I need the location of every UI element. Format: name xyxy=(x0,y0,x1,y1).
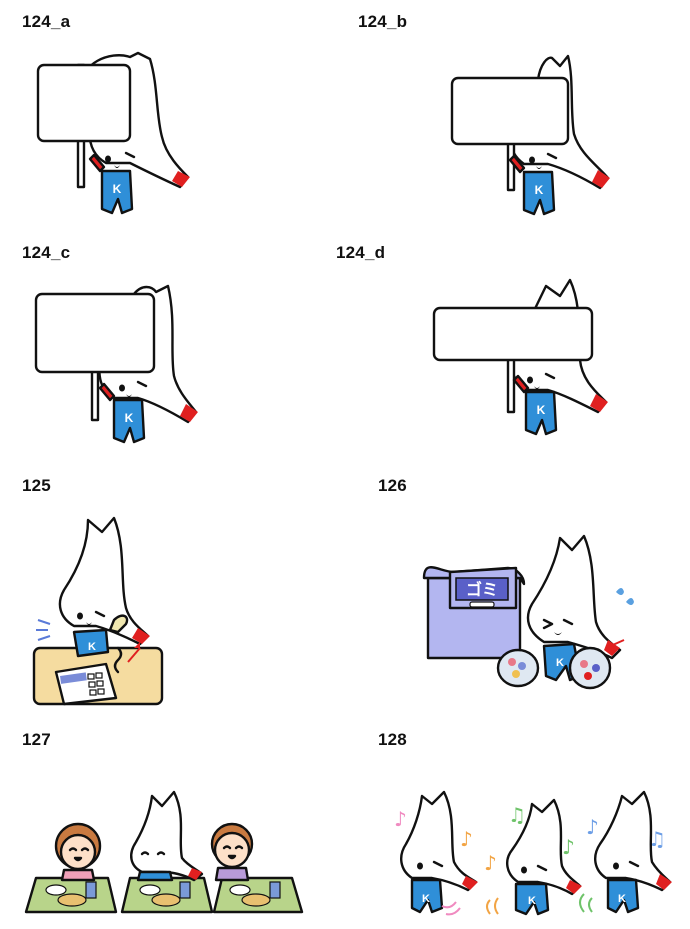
item-label-127: 127 xyxy=(22,730,51,749)
svg-text:♪: ♪ xyxy=(562,835,575,859)
item-label-124c: 124_c xyxy=(22,243,71,262)
svg-text:K: K xyxy=(618,893,626,905)
item-label-124d: 124_d xyxy=(336,243,386,262)
svg-text:K: K xyxy=(422,893,430,905)
illustration-125: K xyxy=(32,516,164,706)
item-label-124a: 124_a xyxy=(22,12,71,31)
svg-text:K: K xyxy=(88,641,96,653)
item-label-126: 126 xyxy=(378,476,407,495)
illustration-124b: K xyxy=(450,54,610,216)
svg-text:♪: ♪ xyxy=(460,827,473,851)
svg-text:♪: ♪ xyxy=(586,815,599,839)
svg-text:K: K xyxy=(535,183,544,197)
svg-text:K: K xyxy=(528,895,536,907)
trash-box-text: ゴミ xyxy=(466,580,498,599)
illustration-124c: K xyxy=(34,284,198,444)
item-label-125: 125 xyxy=(22,476,51,495)
svg-text:♪: ♪ xyxy=(394,807,407,831)
illustration-128: ♪ ♪ ♪ ♫ ♪ ♪ ♫ K K K xyxy=(394,790,672,916)
svg-text:♫: ♫ xyxy=(648,827,666,851)
illustration-126: ゴミ K xyxy=(422,534,634,690)
svg-text:K: K xyxy=(556,657,564,669)
svg-text:K: K xyxy=(113,182,122,196)
illustration-124d: K xyxy=(432,278,608,436)
svg-text:K: K xyxy=(125,411,134,425)
item-label-124b: 124_b xyxy=(358,12,408,31)
item-label-128: 128 xyxy=(378,730,407,749)
svg-text:♫: ♫ xyxy=(508,803,526,827)
svg-text:♪: ♪ xyxy=(484,851,497,875)
illustration-127 xyxy=(24,790,304,914)
illustration-124a: K xyxy=(36,51,190,215)
svg-text:K: K xyxy=(537,403,546,417)
